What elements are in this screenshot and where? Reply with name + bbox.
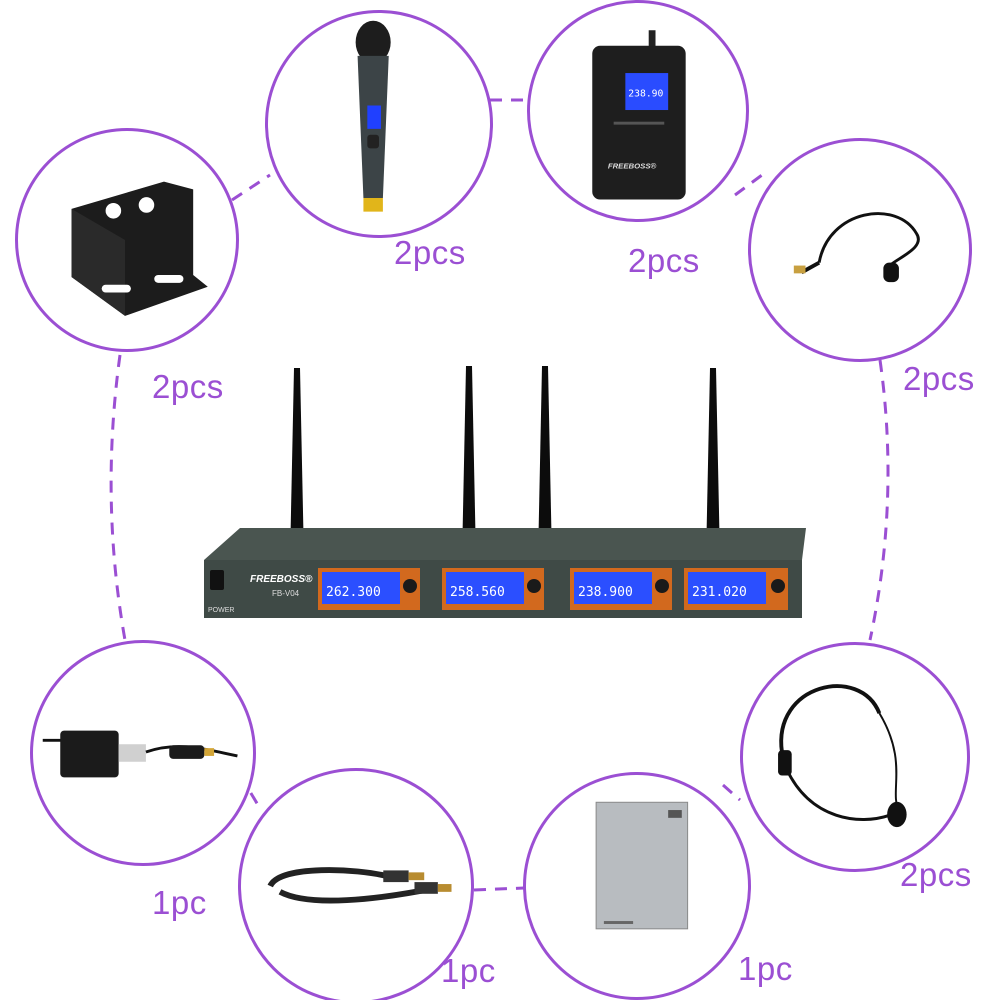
power-switch[interactable] [210,570,224,590]
instruction-manual-icon [595,801,689,930]
antenna-icons [290,366,720,560]
receiver-brand: FREEBOSS® [250,574,313,585]
bodypack-circle: 238.90 FREEBOSS® [527,0,749,222]
receiver: POWER FREEBOSS® FB-V04 262.300 258.560 [200,360,810,620]
volume-1-knob[interactable] [403,579,417,593]
volume-2-knob[interactable] [527,579,541,593]
channel-1-freq: 262.300 [326,585,381,600]
channel-2: 258.560 [442,568,544,610]
manual-circle [523,772,751,1000]
lavalier-circle [748,138,972,362]
channel-2-freq: 258.560 [450,585,505,600]
bodypack-brand-text: FREEBOSS® [608,161,657,170]
audio-cable-icon [267,867,452,904]
channel-4: 231.020 [684,568,788,610]
volume-4-knob[interactable] [771,579,785,593]
lavalier-icon [793,212,920,283]
bracket-circle [15,128,239,352]
channel-4-freq: 231.020 [692,585,747,600]
bodypack-lcd-text: 238.90 [628,88,663,99]
bodypack-qty: 2pcs [628,242,700,279]
adapter-qty: 1pc [152,884,207,921]
headset-circle [740,642,970,872]
power-label: POWER [208,607,234,614]
cable-circle [238,768,474,1000]
bracket-icon [71,181,208,316]
headset-mic-icon [778,684,907,828]
handheld-mic-circle [265,10,493,238]
headset-qty: 2pcs [900,856,972,893]
bodypack-icon: 238.90 FREEBOSS® [592,30,686,200]
handheld-mic-qty: 2pcs [394,234,466,271]
adapter-circle [30,640,256,866]
receiver-model: FB-V04 [272,589,300,598]
channel-3: 238.900 [570,568,672,610]
channel-3-freq: 238.900 [578,585,633,600]
volume-3-knob[interactable] [655,579,669,593]
channel-1: 262.300 [318,568,420,610]
lavalier-qty: 2pcs [903,360,975,397]
bracket-qty: 2pcs [152,368,224,405]
cable-qty: 1pc [441,952,496,989]
power-adapter-icon [42,730,238,778]
handheld-mic-icon [355,20,391,212]
manual-qty: 1pc [738,950,793,987]
